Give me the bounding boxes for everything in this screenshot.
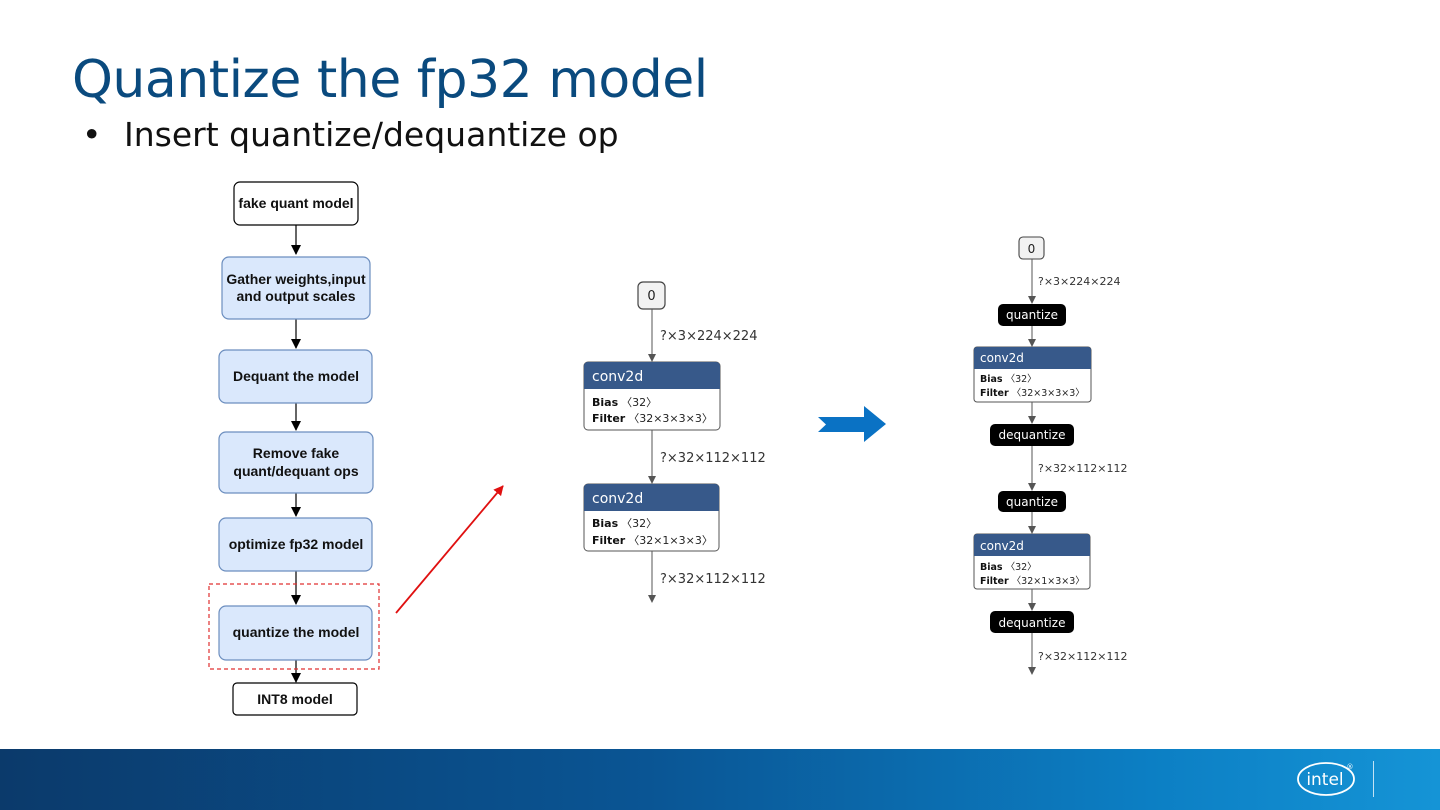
- intel-logo: intel ®: [1296, 759, 1358, 799]
- attr-key: Filter: [592, 412, 626, 425]
- attr-value: 〈32×3×3×3〉: [1012, 388, 1085, 399]
- edge-shape-label: ?×32×112×112: [660, 451, 766, 466]
- attr-value: 〈32×3×3×3〉: [628, 412, 713, 425]
- edge-shape-label: ?×32×112×112: [660, 572, 766, 587]
- flow-step-label: Dequant the model: [233, 368, 359, 384]
- attr-key: Bias: [592, 396, 619, 409]
- intel-logo-icon: intel ®: [1297, 762, 1355, 796]
- conv2d-node-header: [974, 347, 1091, 369]
- logo-wordmark: intel: [1306, 770, 1343, 790]
- flow-step-label: INT8 model: [257, 691, 332, 707]
- attr-value: 〈32〉: [621, 517, 657, 530]
- flow-step-label: Gather weights,input: [226, 271, 366, 287]
- attr-value: 〈32〉: [1006, 374, 1037, 385]
- attr-value: 〈32〉: [1006, 562, 1037, 573]
- attr-key: Bias: [980, 562, 1003, 573]
- conv2d-filter-attr: Filter〈32×1×3×3〉: [592, 534, 713, 547]
- flow-step-fake-quant-model: [233, 181, 359, 226]
- graph-after: 0 ?×3×224×224 quantize conv2d Bias〈32〉 F…: [973, 236, 1127, 675]
- conv2d-bias-attr: Bias〈32〉: [592, 517, 657, 530]
- quantize-label: quantize: [1006, 308, 1058, 322]
- conv2d-bias-attr: Bias〈32〉: [980, 374, 1037, 385]
- conv2d-filter-attr: Filter〈32×1×3×3〉: [980, 576, 1085, 587]
- attr-key: Bias: [592, 517, 619, 530]
- attr-key: Filter: [980, 576, 1009, 587]
- flow-step-label: quantize the model: [233, 624, 360, 640]
- slide-title: Quantize the fp32 model: [72, 50, 708, 110]
- flow-step-label: quant/dequant ops: [233, 463, 358, 479]
- attr-value: 〈32〉: [621, 396, 657, 409]
- dequantize-node: [990, 611, 1074, 633]
- attr-key: Bias: [980, 374, 1003, 385]
- edge-shape-label: ?×3×224×224: [660, 329, 757, 344]
- attr-value: 〈32×1×3×3〉: [1012, 576, 1085, 587]
- attr-key: Filter: [592, 534, 626, 547]
- graph-before: 0 ?×3×224×224 conv2d Bias〈32〉 Filter〈32×…: [583, 281, 766, 603]
- highlight-dashed-box: [208, 583, 380, 670]
- footer-bar: intel ®: [0, 749, 1440, 810]
- quantize-label: quantize: [1006, 495, 1058, 509]
- conv2d-node-header: [974, 534, 1090, 556]
- flow-step-label: fake quant model: [238, 195, 353, 211]
- attr-value: 〈32×1×3×3〉: [628, 534, 713, 547]
- flow-step-label: optimize fp32 model: [229, 536, 364, 552]
- flow-step-dequant-model: [218, 349, 373, 404]
- red-pointer-arrow: [395, 485, 504, 614]
- graph-input-label: 0: [647, 289, 655, 304]
- dequantize-label: dequantize: [999, 428, 1066, 442]
- flow-step-label: Remove fake: [253, 445, 340, 461]
- quantize-node: [998, 491, 1066, 512]
- flow-step-quantize-model: [218, 605, 373, 661]
- flow-step-remove-fake-ops: [218, 431, 374, 494]
- bullet-text: Insert quantize/dequantize op: [124, 115, 619, 154]
- edge-shape-label: ?×3×224×224: [1038, 275, 1120, 288]
- logo-registered-mark: ®: [1347, 763, 1354, 771]
- conv2d-filter-attr: Filter〈32×3×3×3〉: [592, 412, 713, 425]
- conv2d-op-label: conv2d: [592, 369, 643, 385]
- conv2d-node-header: [584, 362, 720, 389]
- conv2d-op-label: conv2d: [980, 351, 1024, 365]
- logo-swoosh: [1297, 762, 1355, 796]
- dequantize-label: dequantize: [999, 616, 1066, 630]
- quantize-node: [998, 304, 1066, 326]
- footer-divider: [1373, 761, 1374, 797]
- attr-key: Filter: [980, 388, 1009, 399]
- flow-step-int8-model: [232, 682, 358, 716]
- edge-shape-label: ?×32×112×112: [1038, 650, 1127, 663]
- transform-arrow-icon: [818, 406, 886, 442]
- flow-step-label: and output scales: [236, 288, 355, 304]
- bullet-dot: •: [82, 115, 102, 154]
- conv2d-op-label: conv2d: [980, 539, 1024, 553]
- dequantize-node: [990, 424, 1074, 446]
- diagram-canvas: fake quant model Gather weights,input an…: [208, 181, 1127, 716]
- conv2d-op-label: conv2d: [592, 491, 643, 507]
- flow-step-gather-scales: [221, 256, 371, 320]
- flowchart: fake quant model Gather weights,input an…: [208, 181, 380, 716]
- bullet-item: • Insert quantize/dequantize op: [82, 115, 619, 154]
- conv2d-bias-attr: Bias〈32〉: [592, 396, 657, 409]
- conv2d-node-header: [584, 484, 719, 511]
- edge-shape-label: ?×32×112×112: [1038, 462, 1127, 475]
- graph-input-label: 0: [1028, 242, 1036, 256]
- conv2d-bias-attr: Bias〈32〉: [980, 562, 1037, 573]
- flow-step-optimize-fp32: [218, 517, 373, 572]
- conv2d-filter-attr: Filter〈32×3×3×3〉: [980, 388, 1085, 399]
